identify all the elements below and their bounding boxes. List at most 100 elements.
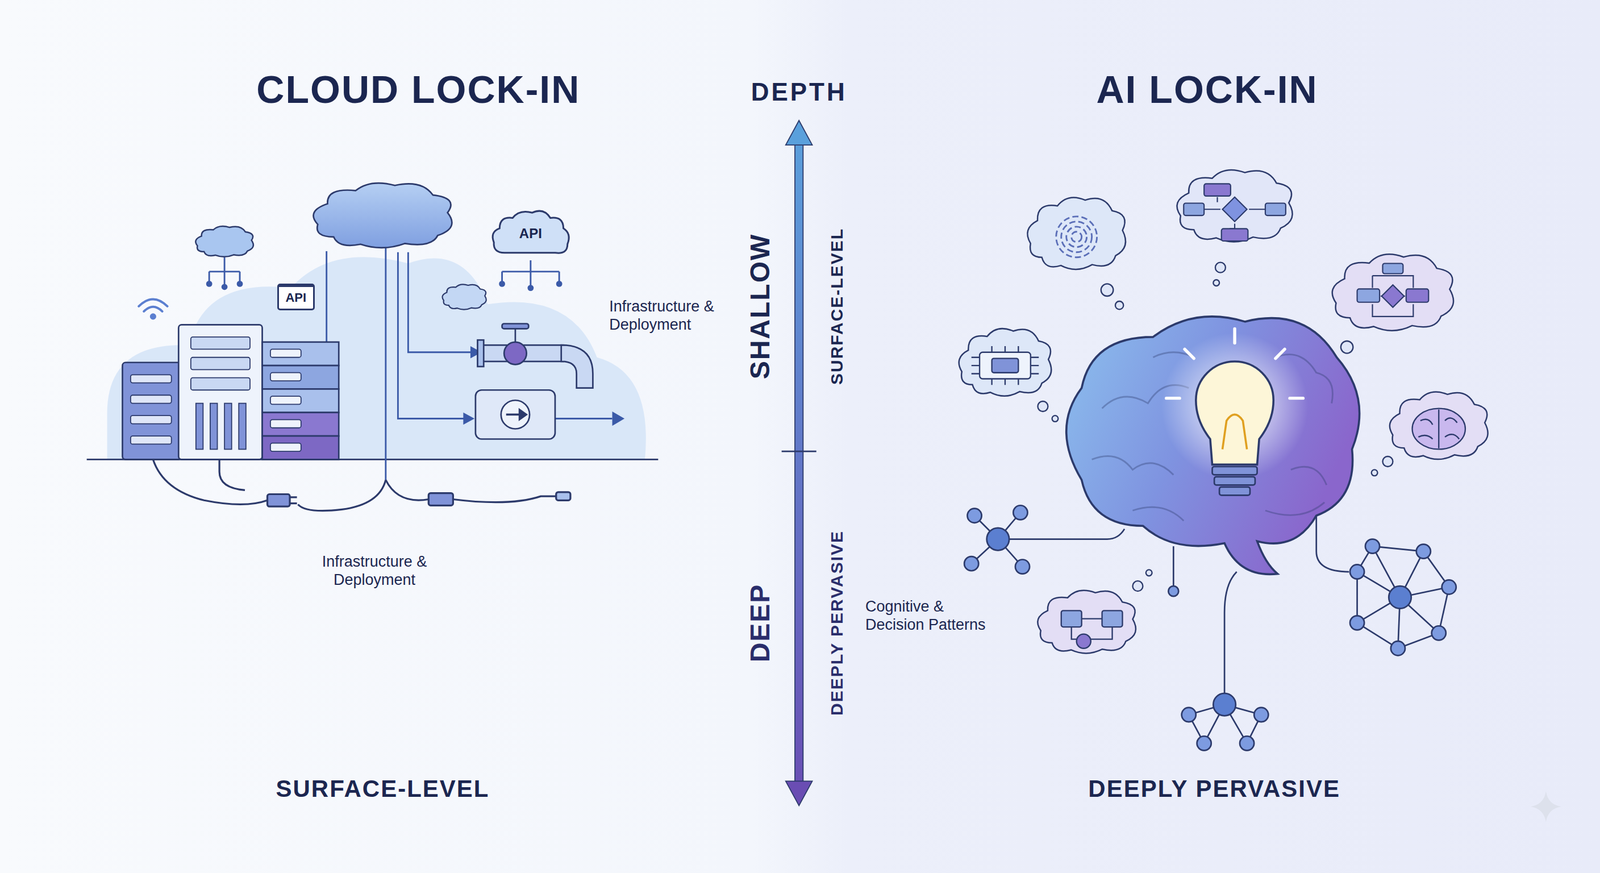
network-line — [1009, 528, 1125, 540]
cloud-outline — [492, 210, 569, 253]
connector-dot — [236, 280, 244, 287]
fingerprint-icon — [1066, 226, 1087, 248]
network-line — [1224, 571, 1237, 694]
connector-line — [397, 252, 465, 419]
flowchart-icon — [1265, 203, 1286, 216]
network-node — [1388, 585, 1412, 609]
network-node — [1213, 693, 1236, 716]
thought-cloud — [1389, 392, 1489, 460]
lightbulb — [1219, 486, 1250, 495]
panel-heading: CLOUD LOCK-IN — [256, 66, 581, 114]
network-node — [1365, 539, 1380, 554]
flowchart-icon — [1357, 288, 1381, 302]
network-node — [1253, 707, 1269, 722]
network-node — [1197, 735, 1212, 750]
node-label: API — [285, 290, 307, 305]
connector-dot — [527, 284, 534, 291]
network-line — [1172, 546, 1175, 587]
arrow-head — [612, 411, 625, 426]
network-node — [1442, 579, 1457, 594]
connector-line — [209, 257, 240, 286]
server-rack — [210, 403, 218, 450]
lightbulb — [1166, 396, 1180, 400]
process-box — [475, 389, 556, 439]
thought-cloud — [959, 328, 1052, 397]
cable-plug — [428, 493, 453, 506]
thought-cloud — [1027, 197, 1126, 269]
process-box — [501, 400, 530, 429]
pipe-valve — [503, 342, 527, 365]
loop-icon — [1076, 634, 1091, 649]
network-node — [986, 527, 1010, 551]
thought-bubble — [1101, 283, 1114, 297]
connector-dot — [206, 280, 213, 287]
cloud-icon — [195, 226, 254, 257]
loop-icon — [1061, 610, 1123, 648]
network-node — [1239, 735, 1254, 750]
server-rack — [122, 324, 340, 460]
server-rack — [262, 412, 340, 436]
depth-arrow — [781, 450, 817, 453]
node-label: API — [519, 225, 543, 242]
lightbulb — [1161, 332, 1309, 481]
lightbulb — [1289, 396, 1303, 400]
network-node — [1015, 559, 1030, 574]
server-rack — [130, 394, 172, 403]
cable-plug — [452, 496, 556, 503]
brain — [1092, 455, 1174, 475]
cable-plug — [219, 459, 245, 490]
pipe-valve — [477, 323, 593, 388]
connector-dot — [498, 280, 506, 287]
annotation: Cognitive & Decision Patterns — [865, 597, 994, 635]
network-node — [1181, 707, 1197, 722]
mini-brain-icon — [1412, 408, 1466, 450]
thought-bubble — [1213, 279, 1220, 286]
server-rack — [270, 419, 302, 428]
connector-dot — [221, 283, 228, 290]
panel-footer: DEEPLY PERVASIVE — [1088, 774, 1341, 803]
server-rack — [196, 403, 204, 450]
axis-heading: DEPTH — [751, 76, 848, 107]
server-rack — [224, 403, 232, 450]
process-box — [519, 409, 527, 420]
connector-line — [384, 209, 387, 480]
lightbulb — [1161, 328, 1309, 495]
thought-bubble — [1132, 580, 1143, 591]
cable-plug — [267, 494, 291, 507]
cloud-icon — [442, 284, 487, 310]
node-text-group: API — [519, 225, 543, 242]
cloud-icon — [313, 182, 453, 248]
chip-icon — [971, 346, 1040, 385]
connector-dot — [206, 280, 563, 291]
network-node — [1350, 564, 1365, 579]
flowchart-icon — [1183, 203, 1204, 216]
thought-cloud — [1176, 169, 1293, 242]
flowchart-icon — [1357, 263, 1429, 316]
server-rack — [262, 365, 340, 389]
axis-label: DEEP — [743, 582, 777, 662]
flowchart-icon — [1222, 197, 1248, 222]
brain — [1132, 506, 1184, 521]
flowchart-icon — [1382, 263, 1403, 274]
connector-line — [325, 251, 328, 343]
brain — [1290, 466, 1327, 485]
thought-cloud — [959, 169, 1489, 654]
cloud-icon — [195, 182, 486, 310]
panel-footer: SURFACE-LEVEL — [275, 774, 490, 803]
server-rack — [262, 435, 340, 460]
flowchart-icon — [1221, 228, 1249, 241]
connector-dot — [556, 280, 563, 287]
annotation: Infrastructure & Deployment — [609, 297, 715, 335]
fingerprint-icon — [1061, 221, 1093, 253]
flowchart-icon — [1183, 183, 1286, 241]
cloud-backdrop — [107, 256, 647, 460]
thought-bubble — [1340, 340, 1354, 354]
wifi-icon — [143, 306, 162, 312]
loop-icon — [1061, 610, 1082, 627]
server-rack — [130, 435, 172, 444]
server-rack — [262, 388, 340, 412]
depth-arrow — [794, 140, 803, 782]
server-rack — [190, 357, 250, 370]
pipe-valve — [477, 339, 484, 367]
